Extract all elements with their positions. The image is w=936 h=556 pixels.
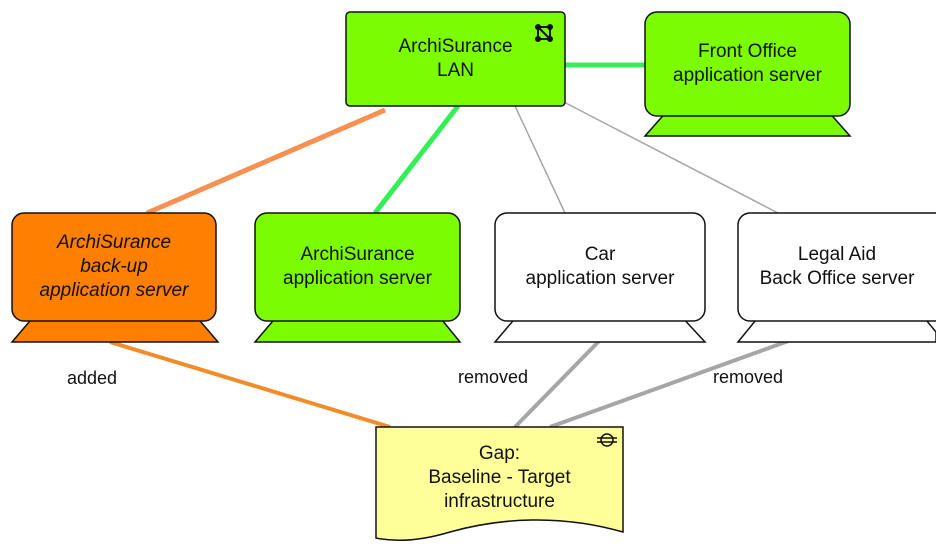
edge-label-removed-legal: removed <box>713 367 784 387</box>
edge-label-removed-car: removed <box>458 367 529 387</box>
node-legal-aid-line-2: Back Office server <box>759 268 915 289</box>
node-front-office-line-1: Front Office <box>698 41 797 62</box>
node-archisurance-app[interactable] <box>253 212 462 343</box>
node-car-label: Car application server <box>495 213 705 321</box>
node-car-line-1: Car <box>584 244 616 265</box>
node-backup-line-2: back-up <box>80 256 148 277</box>
node-lan-line-2: LAN <box>437 60 474 81</box>
edge-lan-legal-aid[interactable] <box>559 99 779 214</box>
edge-backup-gap[interactable] <box>109 340 391 429</box>
node-legal-aid[interactable] <box>736 212 936 343</box>
edge-lan-backup[interactable] <box>146 107 386 216</box>
node-front-office-label: Front Office application server <box>645 12 850 116</box>
network-icon <box>535 24 553 42</box>
edge-lan-car[interactable] <box>514 105 566 214</box>
edge-lan-archisurance-app[interactable] <box>373 104 460 215</box>
node-legal-aid-line-1: Legal Aid <box>797 244 877 265</box>
node-backup[interactable] <box>10 212 220 343</box>
edge-legal-gap[interactable] <box>549 333 806 429</box>
node-archisurance-app-line-1: ArchiSurance <box>300 244 415 265</box>
node-gap-line-1: Gap: <box>478 443 521 464</box>
node-gap-line-2: Baseline - Target <box>428 467 571 488</box>
node-lan-line-1: ArchiSurance <box>398 36 513 57</box>
node-lan[interactable] <box>345 11 566 107</box>
edge-car-gap[interactable] <box>513 333 607 429</box>
node-archisurance-app-line-2: application server <box>283 268 432 289</box>
node-legal-aid-label: Legal Aid Back Office server <box>738 213 936 321</box>
node-backup-line-1: ArchiSurance <box>56 232 172 253</box>
node-gap[interactable] <box>375 426 624 541</box>
node-lan-box <box>345 11 566 107</box>
node-archisurance-app-box <box>254 212 461 322</box>
node-backup-line-3: application server <box>39 280 189 301</box>
node-front-office-line-2: application server <box>673 65 822 86</box>
node-backup-box <box>11 212 217 322</box>
node-backup-label: ArchiSurance back-up application server <box>12 213 216 321</box>
node-lan-label: ArchiSurance LAN <box>346 12 565 106</box>
node-gap-line-3: infrastructure <box>444 491 555 512</box>
node-car-line-2: application server <box>525 268 675 289</box>
node-front-office-box <box>644 11 851 117</box>
gap-icon <box>597 433 617 447</box>
node-archisurance-app-label: ArchiSurance application server <box>255 213 460 321</box>
node-gap-shape <box>375 426 624 541</box>
node-car-box <box>494 212 706 322</box>
node-car[interactable] <box>493 212 707 343</box>
node-gap-label: Gap: Baseline - Target infrastructure <box>376 430 623 526</box>
edge-label-added: added <box>67 368 118 388</box>
node-front-office[interactable] <box>643 11 852 137</box>
node-legal-aid-box <box>737 212 936 322</box>
